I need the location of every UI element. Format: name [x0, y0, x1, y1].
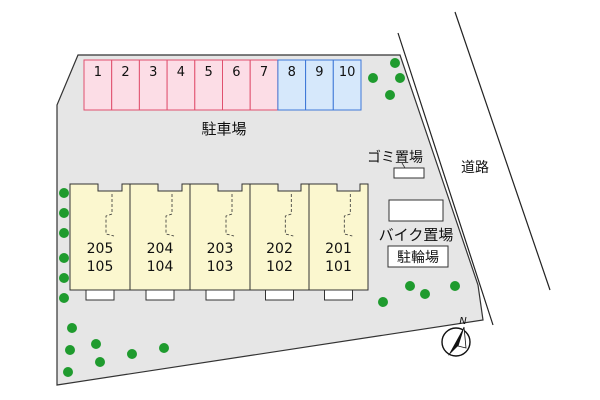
- north-label: N: [459, 316, 467, 327]
- unit-upper-number: 202: [266, 241, 293, 257]
- tree: [59, 208, 69, 218]
- tree: [59, 188, 69, 198]
- unit-upper-number: 201: [325, 241, 352, 257]
- parking-space-1: 1: [83, 59, 113, 111]
- parking-space-number: 5: [205, 65, 213, 80]
- north-arrow: N: [441, 316, 471, 357]
- unit-stairs: [225, 194, 235, 237]
- parking-space-number: 1: [94, 65, 102, 80]
- parking-space-number: 7: [260, 65, 268, 80]
- unit-lower-number: 104: [147, 259, 174, 275]
- unit-upper-number: 203: [207, 241, 234, 257]
- bike-storage-box: [388, 199, 444, 222]
- unit-stairs: [105, 194, 115, 237]
- unit-lower-number: 103: [207, 259, 234, 275]
- unit-entrance: [265, 289, 294, 301]
- parking-space-rect: [305, 59, 334, 111]
- tree: [59, 228, 69, 238]
- tree: [390, 58, 400, 68]
- north-arrow-pointer: [448, 327, 464, 356]
- parking-space-number: 4: [177, 65, 185, 80]
- unit-entrance: [324, 289, 353, 301]
- garbage-area-box: [393, 167, 425, 179]
- north-arrow-pointer-light: [457, 326, 467, 349]
- unit-entrance: [85, 289, 115, 301]
- unit-entrance: [205, 289, 235, 301]
- road-label: 道路: [461, 160, 489, 176]
- parking-space-number: 3: [149, 65, 157, 80]
- trees: [59, 58, 460, 377]
- parking-space-2: 2: [111, 59, 140, 111]
- parking-space-rect: [83, 59, 113, 111]
- tree: [159, 343, 169, 353]
- parking-space-7: 7: [249, 59, 279, 111]
- parking-space-10: 10: [332, 59, 362, 111]
- parking-space-rect: [138, 59, 168, 111]
- unit-stairs: [165, 194, 175, 237]
- tree: [65, 345, 75, 355]
- parking-space-number: 9: [315, 65, 323, 80]
- unit-upper-number: 205: [87, 241, 114, 257]
- parking-space-9: 9: [305, 59, 334, 111]
- parking-space-5: 5: [194, 59, 224, 111]
- garbage-area-label: ゴミ置場: [367, 149, 423, 166]
- tree: [59, 273, 69, 283]
- tree: [91, 339, 101, 349]
- unit-lower-number: 102: [266, 259, 293, 275]
- unit-stairs: [284, 194, 294, 237]
- parking-space-number: 2: [121, 65, 129, 80]
- garbage-area-leader: [401, 162, 406, 169]
- parking-label: 駐車場: [201, 120, 246, 138]
- parking-area: 1 2 3 4 5 6 7 8 9 10: [83, 59, 362, 111]
- parking-space-4: 4: [166, 59, 196, 111]
- parking-space-number: 8: [288, 65, 296, 80]
- tree: [59, 253, 69, 263]
- parking-space-rect: [249, 59, 279, 111]
- unit-upper-number: 204: [147, 241, 174, 257]
- tree: [420, 289, 430, 299]
- unit-entrance: [145, 289, 175, 301]
- road-edge-right: [454, 11, 551, 291]
- parking-space-6: 6: [222, 59, 251, 111]
- tree: [368, 73, 378, 83]
- unit-stairs: [343, 194, 353, 237]
- tree: [385, 90, 395, 100]
- tree: [95, 357, 105, 367]
- unit-lower-number: 105: [87, 259, 114, 275]
- parking-space-rect: [111, 59, 140, 111]
- parking-space-rect: [277, 59, 307, 111]
- road-edge-left: [397, 32, 494, 326]
- parking-space-number: 6: [232, 65, 240, 80]
- tree: [405, 281, 415, 291]
- tree: [59, 293, 69, 303]
- tree: [378, 297, 388, 307]
- parking-space-rect: [332, 59, 362, 111]
- bicycle-parking-box: [387, 245, 449, 268]
- tree: [450, 281, 460, 291]
- bike-storage-label: バイク置場: [379, 226, 454, 244]
- parking-space-8: 8: [277, 59, 307, 111]
- tree: [67, 323, 77, 333]
- parking-space-number: 10: [339, 65, 356, 80]
- tree: [395, 73, 405, 83]
- tree: [63, 367, 73, 377]
- parking-space-3: 3: [138, 59, 168, 111]
- unit-lower-number: 101: [325, 259, 352, 275]
- tree: [127, 349, 137, 359]
- bicycle-parking-label: 駐輪場: [397, 249, 439, 266]
